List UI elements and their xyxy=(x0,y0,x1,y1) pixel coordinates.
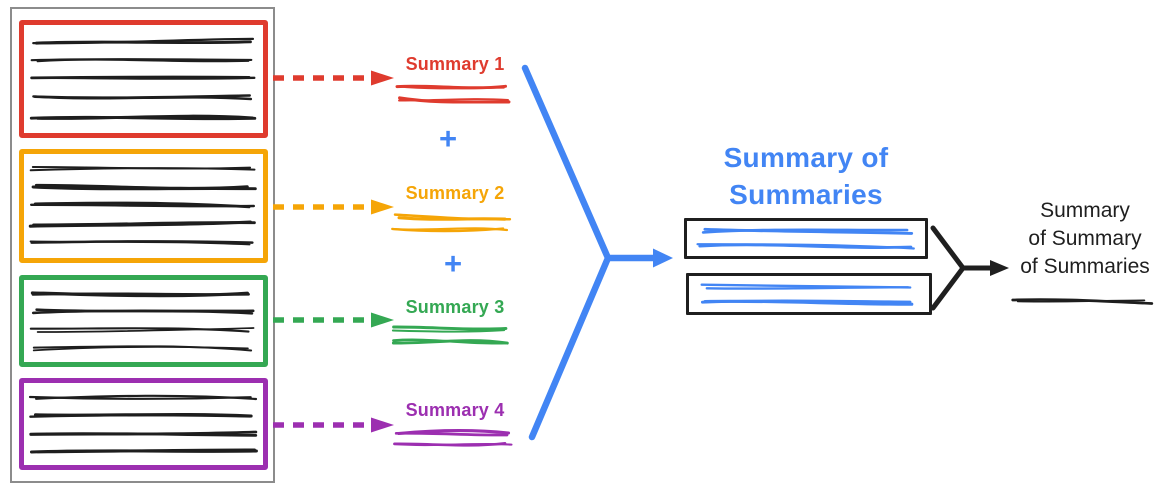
summary-2-scribble xyxy=(391,213,512,233)
document-chunk-2 xyxy=(19,149,268,263)
chunk-3-text-scribble xyxy=(29,291,255,352)
summary-1-scribble xyxy=(395,84,511,104)
summary-of-summaries-box-2 xyxy=(686,273,932,315)
sos-box-2-scribble xyxy=(700,283,914,306)
dashed-arrow-summary-2 xyxy=(273,199,394,215)
sos-box-1-scribble xyxy=(696,227,915,250)
chunk-1-text-scribble xyxy=(29,37,257,121)
document-chunk-1 xyxy=(19,20,268,138)
merge-arrow xyxy=(521,64,673,441)
summary-of-summaries-title-line-2: Summaries xyxy=(729,179,883,210)
final-summary-title-line-3: of Summaries xyxy=(1020,255,1150,278)
document-chunk-3 xyxy=(19,275,268,367)
final-summary-title: Summary of Summary of Summaries xyxy=(1003,197,1167,281)
plus-operator-1: + xyxy=(438,121,458,156)
document-chunk-4 xyxy=(19,378,268,470)
summary-of-summaries-box-1 xyxy=(684,218,928,259)
final-summary-title-line-1: Summary xyxy=(1040,199,1130,222)
summary-4-label: Summary 4 xyxy=(405,400,505,420)
summary-1-label: Summary 1 xyxy=(405,54,505,74)
dashed-arrow-summary-1 xyxy=(273,70,394,86)
chunk-4-text-scribble xyxy=(28,394,258,454)
summary-3-label: Summary 3 xyxy=(405,297,505,317)
dashed-arrow-summary-3 xyxy=(273,312,394,328)
summary-of-summaries-title-line-1: Summary of xyxy=(723,142,889,173)
final-summary-scribble xyxy=(1011,298,1154,305)
final-merge-arrow xyxy=(930,225,1009,311)
summary-2-label: Summary 2 xyxy=(405,183,505,203)
chunk-2-text-scribble xyxy=(28,166,257,246)
summary-4-scribble xyxy=(393,429,513,447)
dashed-arrow-summary-4 xyxy=(273,417,394,433)
final-summary-title-line-2: of Summary xyxy=(1028,227,1142,250)
summary-3-scribble xyxy=(391,325,509,345)
summary-of-summaries-title: Summary of Summaries xyxy=(678,139,934,213)
plus-operator-2: + xyxy=(443,246,463,281)
